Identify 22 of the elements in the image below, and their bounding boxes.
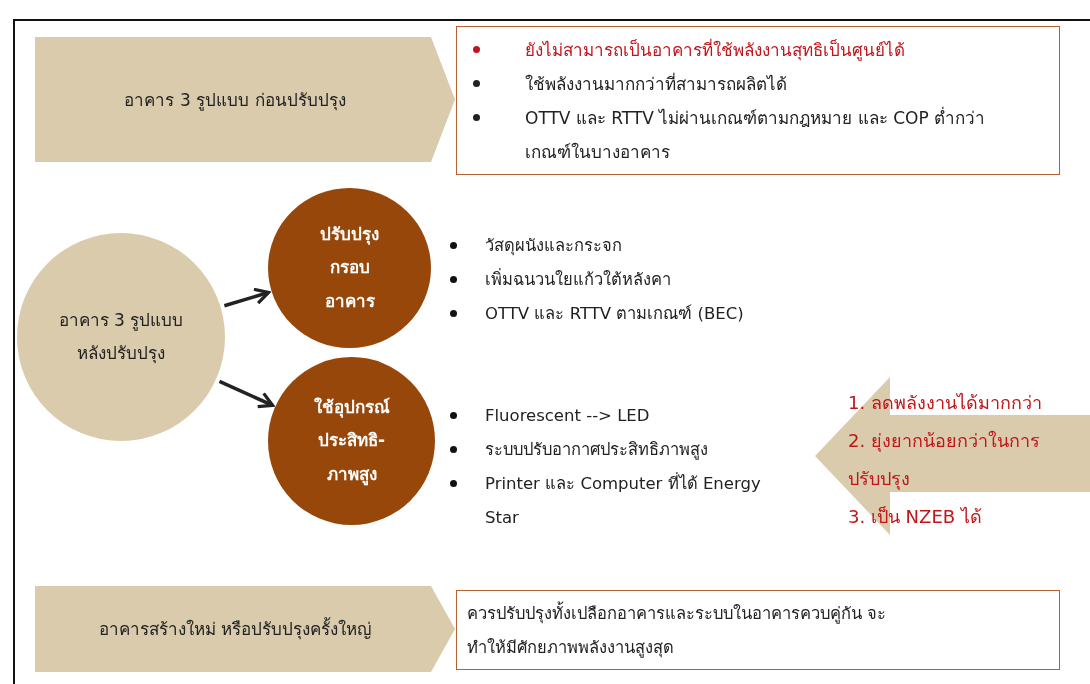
bullet-item: ระบบปรับอากาศประสิทธิภาพสูง [485, 439, 709, 462]
bullet-item: OTTV และ RTTV ไม่ผ่านเกณฑ์ตามกฎหมาย และ COP ต่ำกว่าเกณฑ์ในบางอาคาร [525, 105, 987, 164]
bullet-item: เพิ่มฉนวนใยแก้วใต้หลังคา [485, 267, 672, 291]
bullet-item: OTTV และ RTTV ตามเกณฑ์ (BEC) [485, 303, 745, 325]
arrow-note: 1. ลดพลังงานได้มากกว่า [848, 391, 1043, 415]
text-panel [456, 590, 1060, 670]
bullet-item: ยังไม่สามารถเป็นอาคารที่ใช้พลังงานสุทธิเป็นศูนย์ได้ [525, 37, 906, 63]
text-panel [456, 26, 1060, 175]
bullet-item: Fluorescent --> LED [485, 405, 651, 427]
circle-label: ปรับปรุงกรอบอาคาร [319, 223, 380, 313]
bullet-item: วัสดุผนังและกระจก [485, 235, 623, 258]
arrow-note: 2. ยุ่งยากน้อยกว่าในการปรับปรุง [848, 429, 1041, 492]
shape-label: อาคาร 3 รูปแบบ ก่อนปรับปรุง [123, 88, 347, 113]
circle-label: ใช้อุปกรณ์ประสิทธิ-ภาพสูง [312, 396, 391, 488]
arrow [218, 379, 275, 409]
bullet-item: Printer และ Computer ที่ได้ Energy Star [485, 471, 762, 529]
arrow-note: 3. เป็น NZEB ได้ [848, 505, 983, 529]
panel-text: ควรปรับปรุงทั้งเปลือกอาคารและระบบในอาคารควบคู่กัน จะทำให้มีศักยภาพพลังงานสูงสุด [467, 597, 919, 665]
bullet-item: ใช้พลังงานมากกว่าที่สามารถผลิตได้ [525, 71, 788, 96]
circle-label: อาคาร 3 รูปแบบ หลังปรับปรุง [57, 308, 185, 366]
arrow [223, 287, 271, 308]
shape-label: อาคารสร้างใหม่ หรือปรับปรุงครั้งใหญ่ [97, 616, 373, 642]
